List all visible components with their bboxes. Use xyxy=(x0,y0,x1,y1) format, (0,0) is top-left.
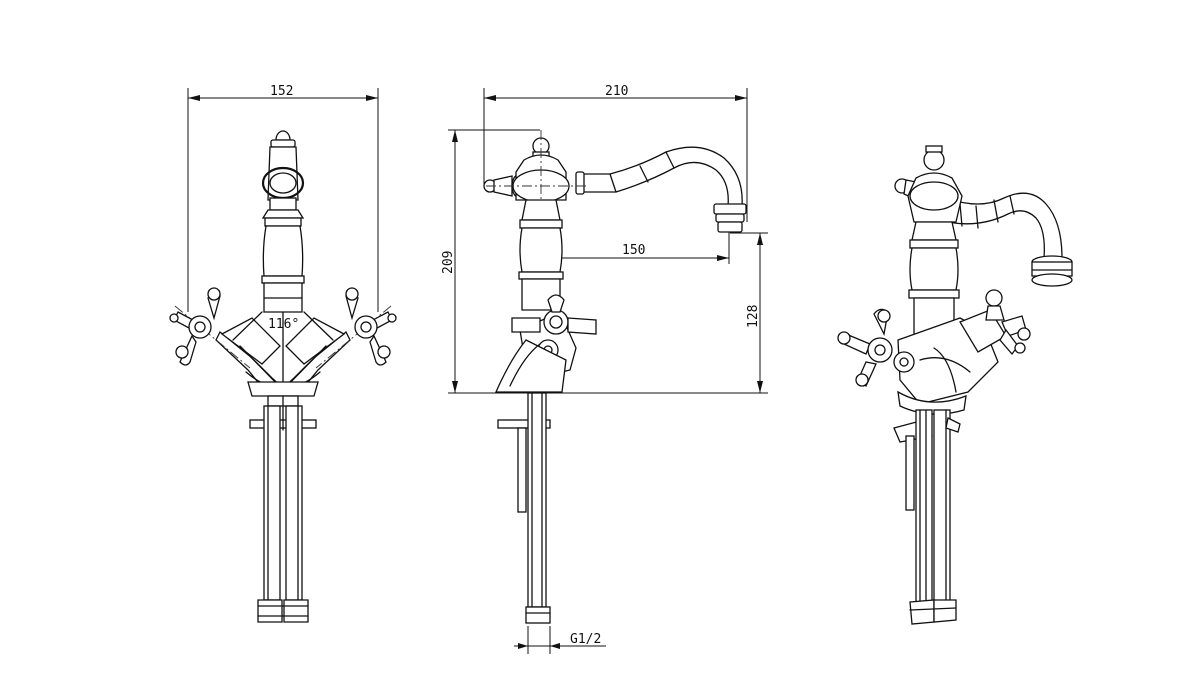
thread-label: G1/2 xyxy=(570,632,601,647)
iso-view xyxy=(837,145,1073,625)
right-handle-front xyxy=(315,287,397,369)
height-label: 209 xyxy=(441,251,456,274)
spout-label: 150 xyxy=(622,243,645,258)
width-label: 152 xyxy=(270,84,293,99)
spout-dimension: 150 xyxy=(541,228,730,264)
thread-dimension: G1/2 xyxy=(514,626,606,654)
height-dimension: 209 xyxy=(441,129,768,394)
supply-pipes-side xyxy=(497,392,551,624)
faucet-body-front xyxy=(215,130,351,407)
outlet-height-dimension: 128 xyxy=(730,232,768,393)
angle-label: 116° xyxy=(268,317,299,332)
left-handle-front xyxy=(169,287,251,369)
outlet-height-label: 128 xyxy=(746,305,761,328)
supply-pipes-iso xyxy=(893,409,961,625)
supply-pipes-front xyxy=(249,395,317,623)
reach-dimension: 210 xyxy=(483,84,748,222)
width-dimension: 152 xyxy=(187,84,379,312)
front-view: 152 xyxy=(169,84,397,623)
faucet-body-side xyxy=(483,130,747,393)
reach-label: 210 xyxy=(605,84,628,99)
side-view: 210 209 128 150 xyxy=(441,84,768,654)
